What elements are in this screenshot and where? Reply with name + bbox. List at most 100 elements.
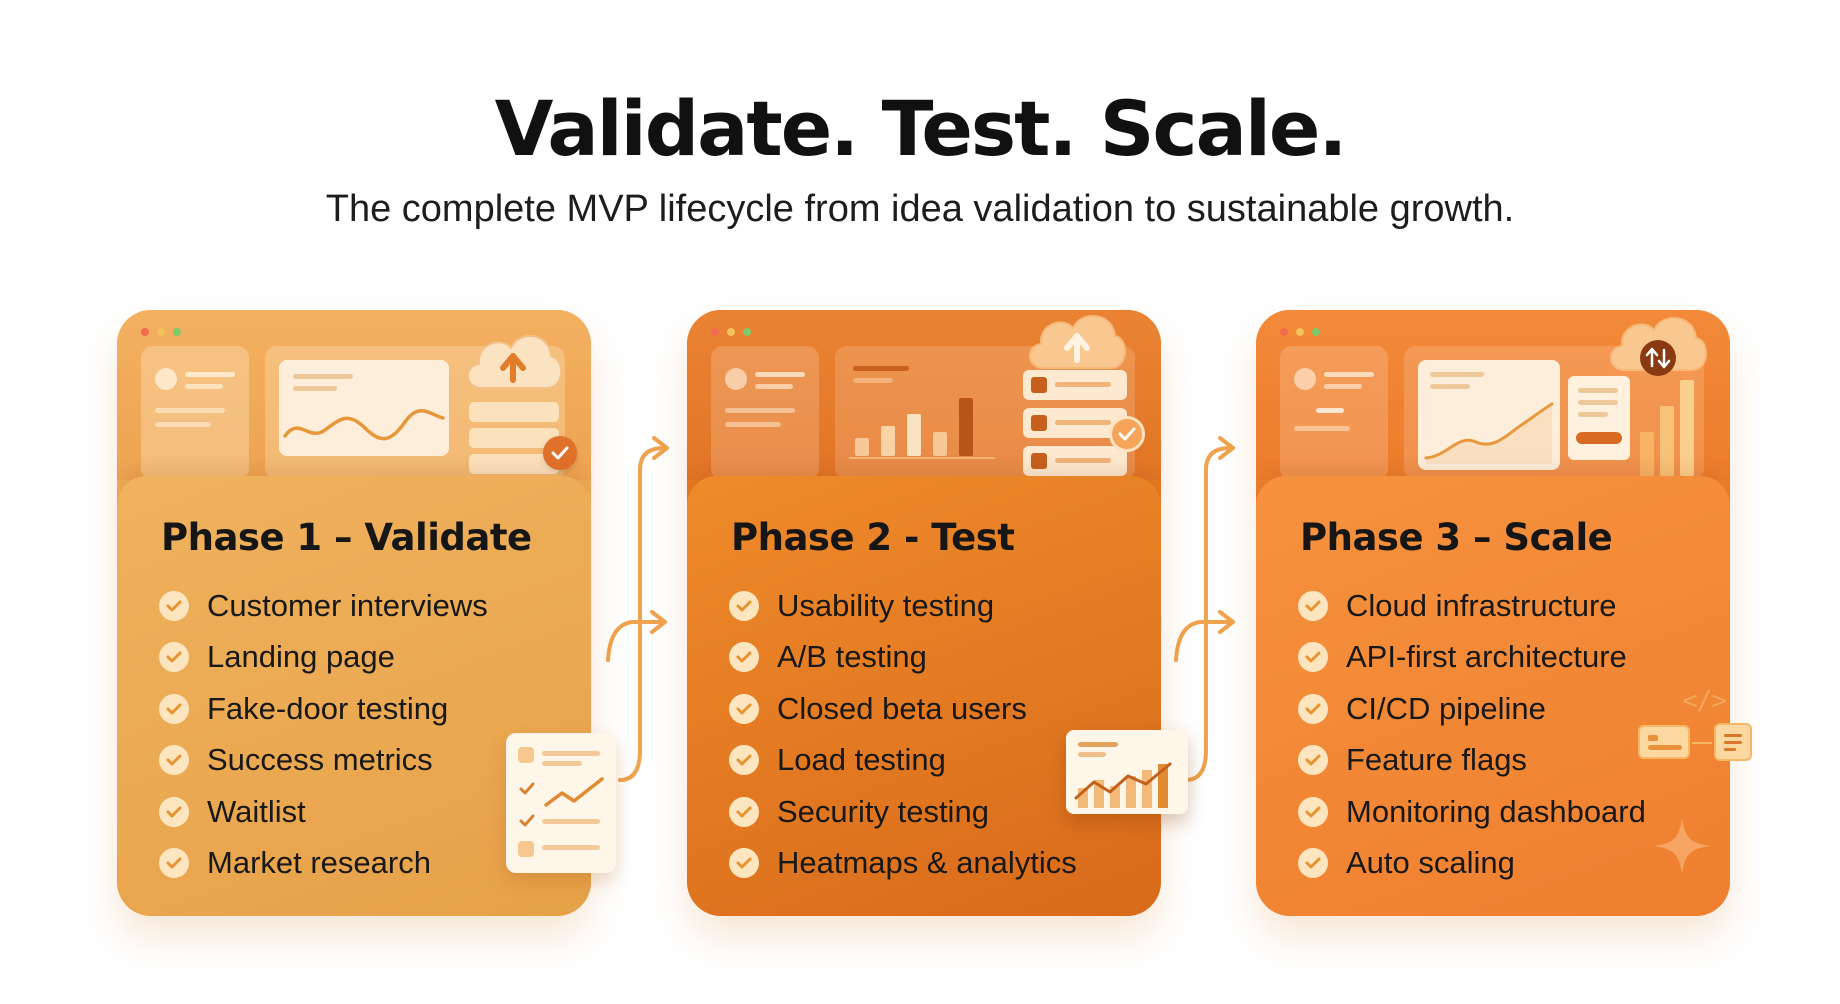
item-label: Fake-door testing (207, 690, 449, 726)
check-circle-icon (159, 693, 189, 724)
code-icon: </> (1682, 686, 1727, 716)
item-label: Security testing (777, 793, 989, 829)
check-circle-icon (729, 848, 759, 879)
check-circle-icon (729, 693, 759, 724)
phase-title: Phase 1 – Validate (161, 516, 532, 559)
list-item: Security testing (729, 786, 1077, 838)
item-label: API-first architecture (1346, 639, 1627, 675)
check-circle-icon (1298, 642, 1328, 673)
list-item: Closed beta users (729, 683, 1077, 735)
item-label: CI/CD pipeline (1346, 690, 1546, 726)
item-label: Usability testing (777, 587, 995, 623)
item-label: Closed beta users (777, 690, 1027, 726)
list-item: Market research (159, 838, 488, 890)
chart-panel (1404, 346, 1704, 480)
bar-chart-icon (849, 398, 995, 459)
list-item: Success metrics (159, 735, 488, 787)
arrow-phase1-to-phase2 (606, 436, 669, 782)
trend-line-icon (544, 777, 604, 807)
check-circle-icon (1298, 796, 1328, 827)
list-item: Usability testing (729, 580, 1077, 632)
item-label: Auto scaling (1346, 845, 1515, 881)
phase-card-body: Phase 3 – Scale Cloud infrastructure API… (1256, 476, 1730, 916)
page-subtitle: The complete MVP lifecycle from idea val… (325, 188, 1515, 230)
list-item: Monitoring dashboard (1298, 786, 1646, 838)
item-label: Feature flags (1346, 742, 1527, 778)
item-label: Heatmaps & analytics (777, 845, 1077, 881)
list-item: Waitlist (159, 786, 488, 838)
check-badge-icon (1109, 416, 1145, 452)
check-circle-icon (159, 745, 189, 776)
arrow-phase2-to-phase3 (1174, 436, 1235, 782)
bar-chart-card (1066, 730, 1188, 814)
window-dots (1280, 328, 1320, 336)
list-item: Heatmaps & analytics (729, 838, 1077, 890)
check-circle-icon (729, 590, 759, 621)
item-label: A/B testing (777, 639, 927, 675)
list-item: Cloud infrastructure (1298, 580, 1646, 632)
page-title: Validate. Test. Scale. (494, 84, 1348, 173)
check-circle-icon (729, 796, 759, 827)
cloud-upload-icon (1029, 315, 1126, 369)
check-icon (519, 782, 535, 795)
config-flow (1638, 723, 1758, 767)
checklist-chart-card (506, 733, 616, 873)
list-item: A/B testing (729, 632, 1077, 684)
list-item: API-first architecture (1298, 632, 1646, 684)
check-circle-icon (159, 642, 189, 673)
line-chart-icon (283, 409, 445, 441)
list-item: Feature flags (1298, 735, 1646, 787)
toggle-card-icon (1638, 725, 1690, 759)
phase-item-list: Customer interviews Landing page Fake-do… (159, 580, 488, 889)
sidebar-panel (711, 346, 819, 480)
list-item: Auto scaling (1298, 838, 1646, 890)
check-icon (519, 814, 535, 827)
item-label: Customer interviews (207, 587, 488, 623)
item-label: Cloud infrastructure (1346, 587, 1617, 623)
server-stack (469, 402, 559, 474)
phase-card-test: Phase 2 - Test Usability testing A/B tes… (687, 310, 1161, 916)
phase-item-list: Cloud infrastructure API-first architect… (1298, 580, 1646, 889)
item-label: Load testing (777, 742, 946, 778)
check-circle-icon (159, 848, 189, 879)
list-item: Customer interviews (159, 580, 488, 632)
list-item: Fake-door testing (159, 683, 488, 735)
cloud-sync-icon (1610, 317, 1707, 376)
phase-card-validate: Phase 1 – Validate Customer interviews L… (117, 310, 591, 916)
phase-card-illustration (687, 310, 1161, 480)
item-label: Market research (207, 845, 431, 881)
bar-chart-icon (1640, 380, 1694, 476)
check-circle-icon (1298, 693, 1328, 724)
item-label: Landing page (207, 639, 395, 675)
window-dots (141, 328, 181, 336)
cloud-upload-icon (467, 335, 562, 389)
check-circle-icon (729, 642, 759, 673)
list-item: Load testing (729, 735, 1077, 787)
phase-title: Phase 3 – Scale (1300, 516, 1613, 559)
phase-title: Phase 2 - Test (731, 516, 1015, 559)
window-dots (711, 328, 751, 336)
list-item: Landing page (159, 632, 488, 684)
phase-card-scale: Phase 3 – Scale Cloud infrastructure API… (1256, 310, 1730, 916)
check-circle-icon (159, 590, 189, 621)
check-circle-icon (729, 745, 759, 776)
sparkle-icon (1654, 818, 1710, 874)
item-label: Waitlist (207, 793, 306, 829)
list-item: CI/CD pipeline (1298, 683, 1646, 735)
document-icon (1714, 723, 1752, 761)
check-badge-icon (543, 436, 577, 470)
phase-item-list: Usability testing A/B testing Closed bet… (729, 580, 1077, 889)
phase-card-illustration (117, 310, 591, 480)
item-label: Success metrics (207, 742, 433, 778)
check-circle-icon (1298, 590, 1328, 621)
checklist-panel (1023, 370, 1127, 476)
check-circle-icon (159, 796, 189, 827)
check-circle-icon (1298, 745, 1328, 776)
phase-card-illustration (1256, 310, 1730, 480)
phase-card-body: Phase 2 - Test Usability testing A/B tes… (687, 476, 1161, 916)
bar-line-chart-icon (1074, 762, 1172, 808)
growth-chart-icon (1424, 402, 1554, 464)
item-label: Monitoring dashboard (1346, 793, 1646, 829)
sidebar-panel (141, 346, 249, 480)
